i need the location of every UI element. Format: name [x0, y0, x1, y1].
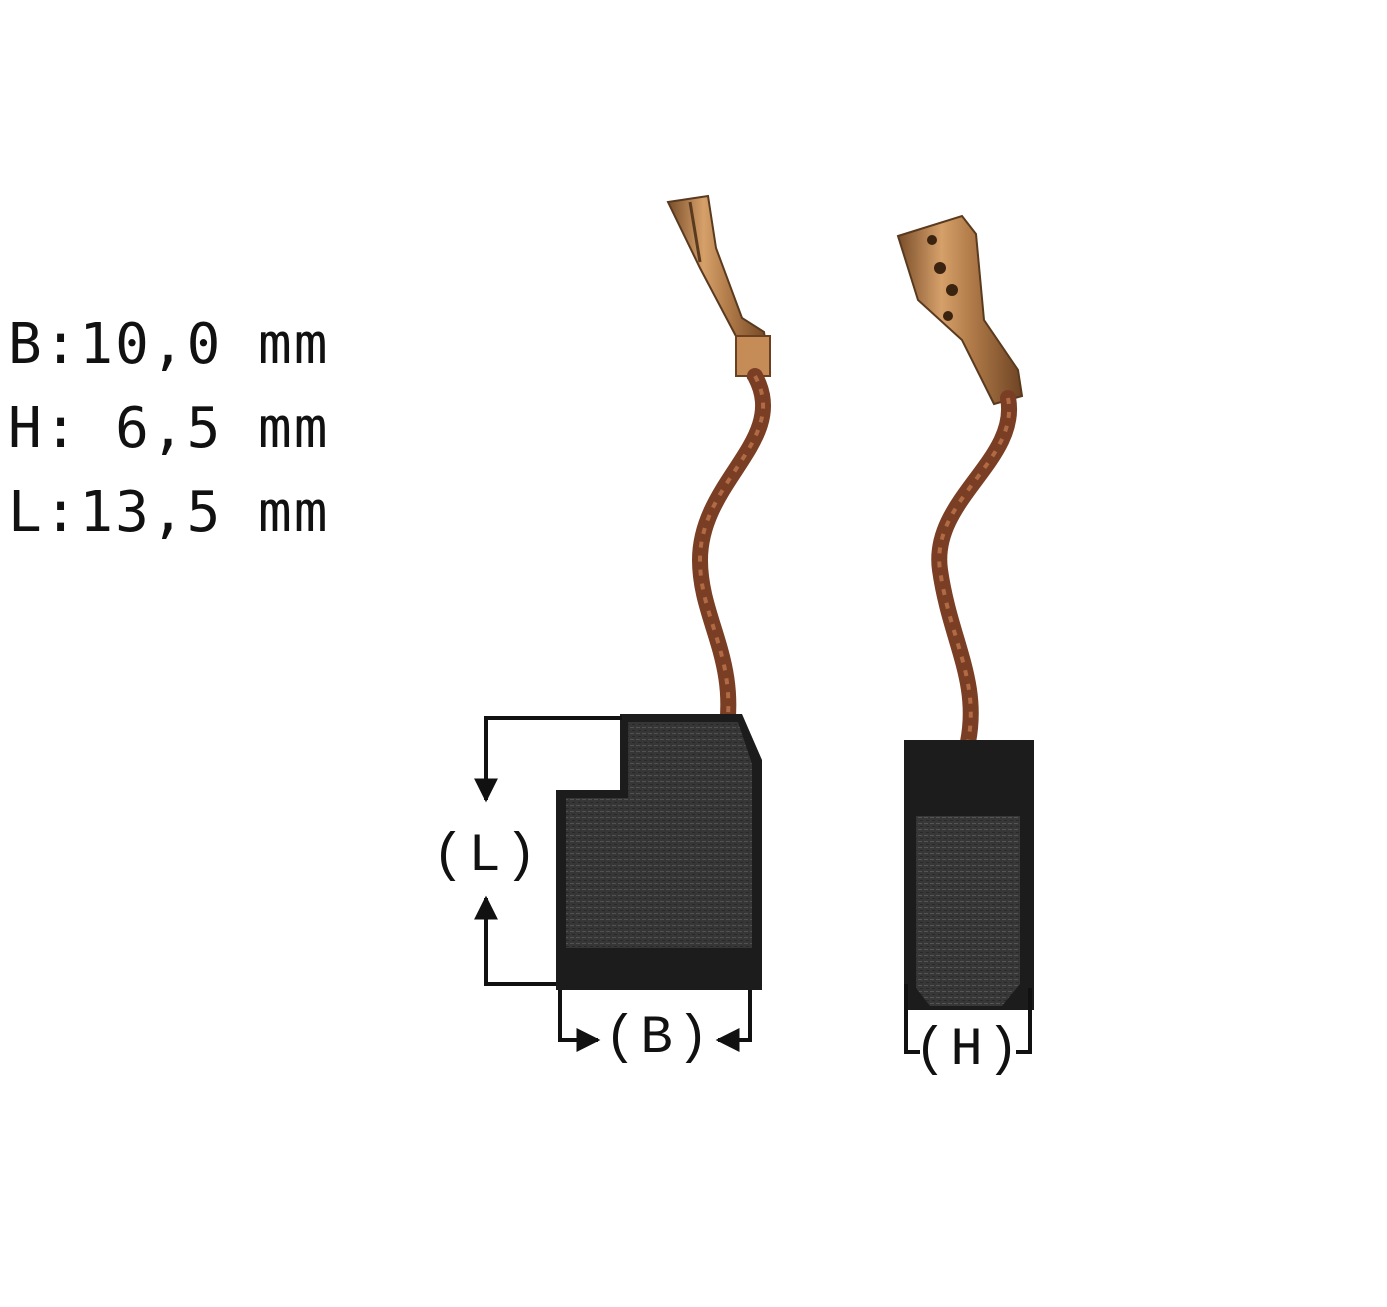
dimension-h — [904, 984, 1032, 1054]
left-copper-wire — [691, 368, 771, 748]
right-connector — [896, 214, 1024, 406]
dimension-label-l: (L) — [432, 826, 541, 887]
left-connector — [666, 194, 772, 380]
spec-width-b: B:10,0 mm — [8, 312, 330, 377]
dimension-label-b: (B) — [604, 1008, 713, 1069]
dimension-b — [558, 990, 752, 1052]
spec-height-h: H: 6,5 mm — [8, 396, 330, 461]
spec-length-l: L:13,5 mm — [8, 480, 330, 545]
left-carbon-brush — [556, 194, 772, 990]
right-carbon-brush — [896, 214, 1034, 1010]
right-copper-wire — [931, 390, 1018, 750]
dimension-l — [474, 716, 622, 986]
dimension-label-h: (H) — [914, 1020, 1023, 1081]
